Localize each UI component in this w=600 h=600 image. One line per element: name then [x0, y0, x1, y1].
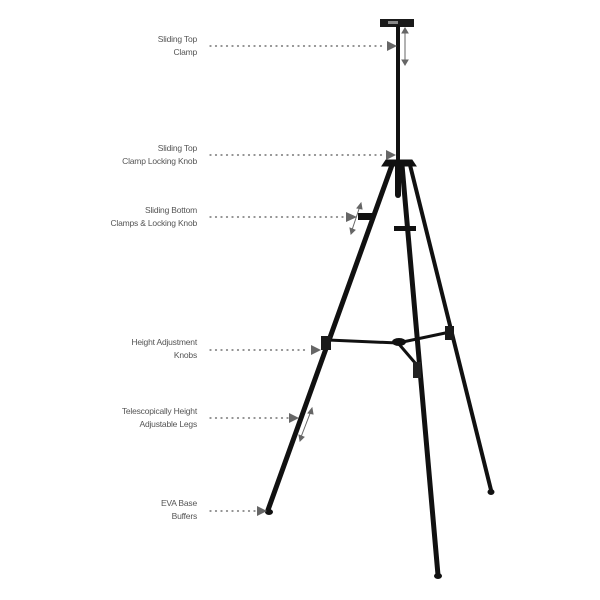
callout-text: Sliding Bottom — [144, 205, 197, 215]
callout-text: Knobs — [173, 350, 197, 360]
callout-text: EVA Base — [160, 498, 197, 508]
callout-text: Sliding Top — [157, 34, 197, 44]
callout-text: Clamp Locking Knob — [122, 156, 197, 166]
motion-arrows — [298, 27, 409, 443]
callout-text: Height Adjustment — [131, 337, 197, 347]
easel — [265, 19, 495, 579]
callout-text: Telescopically Height — [121, 406, 197, 416]
callout-telescopic-legs: Telescopically Height Adjustable Legs — [122, 405, 197, 431]
callout-top-clamp-locking-knob: Sliding Top Clamp Locking Knob — [122, 142, 197, 168]
callout-height-adjustment-knobs: Height Adjustment Knobs — [131, 336, 197, 362]
callout-lines — [209, 45, 384, 512]
callout-arrowheads — [257, 41, 397, 516]
base-buffer-front — [434, 573, 442, 579]
callout-text: Sliding Top — [157, 143, 197, 153]
height-knob-right — [445, 326, 454, 340]
callout-text: Adjustable Legs — [139, 419, 198, 429]
base-buffer-left — [265, 509, 273, 515]
callout-eva-base-buffers: EVA Base Buffers — [161, 497, 197, 523]
callout-text: Clamp — [173, 47, 197, 57]
callout-sliding-top-clamp: Sliding Top Clamp — [158, 33, 197, 59]
bottom-clamp — [358, 213, 372, 220]
base-buffer-right — [487, 489, 495, 495]
callout-text: Buffers — [171, 511, 198, 521]
height-knob-left — [321, 336, 331, 350]
callout-text: Clamps & Locking Knob — [110, 218, 197, 228]
callout-bottom-clamps: Sliding Bottom Clamps & Locking Knob — [110, 204, 197, 230]
hub — [381, 159, 417, 167]
crossbar — [326, 330, 452, 366]
